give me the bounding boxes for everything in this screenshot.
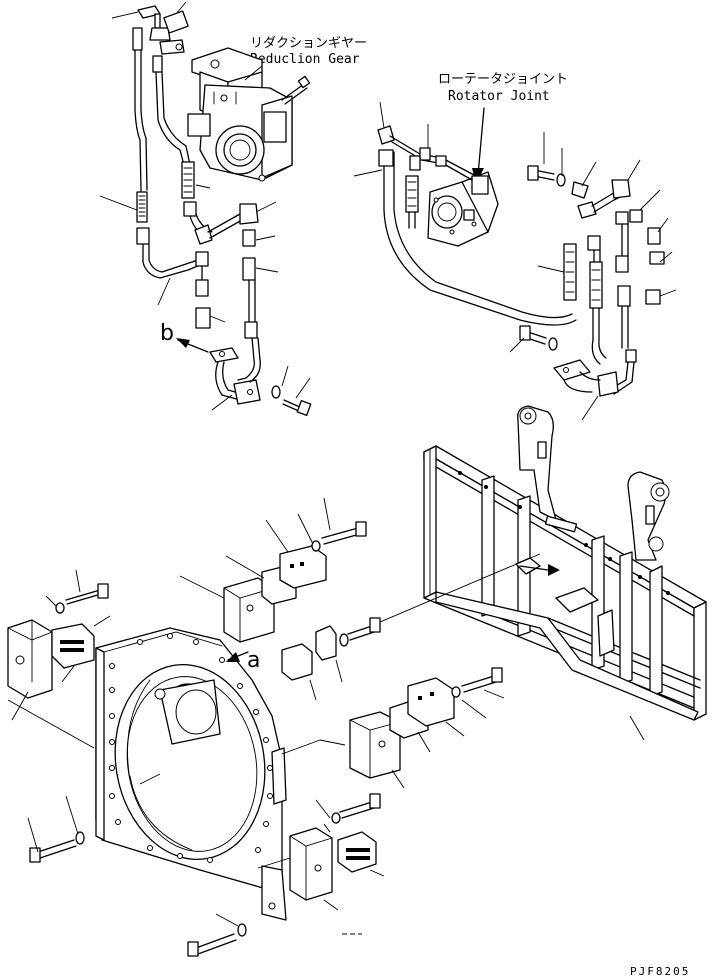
view-b-marker: b (160, 321, 174, 346)
rotator-joint-label-en: Rotator Joint (448, 89, 550, 104)
fork-frame (423, 405, 707, 721)
rotator-joint-label-jp: ローテータジョイント (438, 72, 568, 87)
bolt-bottom-left (29, 831, 85, 863)
drawing-code: PJF8205 (630, 965, 690, 978)
bracket-pipe-b (209, 337, 261, 405)
block-a (281, 625, 349, 681)
view-a-marker: a (247, 648, 260, 673)
bolt-bottom (187, 923, 247, 957)
reduction-gear-label-en: Reduclion Gear (250, 52, 360, 67)
reduction-gear-label-jp: リダクションギヤー (250, 36, 367, 51)
shim-top-center (223, 545, 327, 643)
rotator-joint (427, 171, 499, 247)
bolt-a (347, 617, 381, 641)
pad-bottom (289, 827, 377, 901)
bolt-left-top (55, 583, 109, 614)
bolt-mid-right (451, 667, 503, 698)
gear-mount-bolt (281, 75, 311, 105)
elbow-fitting-top (137, 5, 185, 55)
right-fittings (527, 165, 661, 251)
hose-center-vertical (152, 55, 213, 239)
reduction-gear (187, 47, 293, 182)
bracket-pipe-right (553, 359, 619, 397)
pad-mid-right (349, 677, 455, 779)
hose-left-vertical (132, 27, 201, 279)
pad-left (7, 619, 95, 699)
bolt-top-center (311, 521, 367, 552)
rotator-pipes (377, 125, 577, 326)
circle-backplate (95, 627, 287, 921)
bolt-bottom-center (331, 793, 381, 824)
bolt-rotator (519, 325, 558, 351)
elbow-fitting-mid (194, 203, 259, 245)
bolt-b (282, 399, 312, 416)
hoses-right (563, 223, 665, 395)
